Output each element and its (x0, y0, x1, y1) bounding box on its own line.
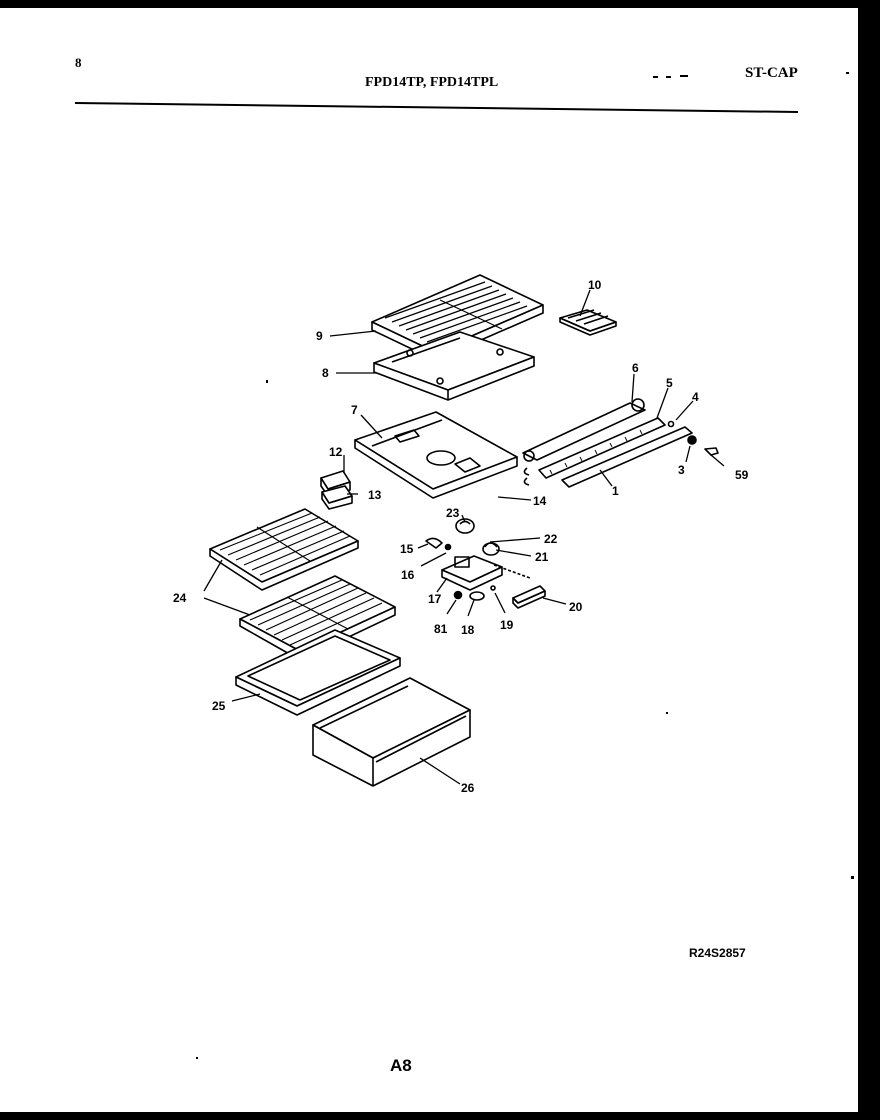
crisper-drawer (312, 677, 471, 787)
callout-13: 13 (368, 488, 382, 502)
shelf-frame (373, 331, 535, 401)
callout-4: 4 (692, 390, 699, 404)
callout-12: 12 (329, 445, 343, 459)
temperature-control-assembly (425, 518, 531, 601)
callout-22: 22 (544, 532, 558, 546)
callout-14: 14 (533, 494, 547, 508)
header-rule (74, 102, 799, 113)
wire-shelf-lower (239, 575, 396, 661)
callout-3: 3 (678, 463, 685, 477)
category-code: ST-CAP (745, 65, 798, 81)
callout-19: 19 (500, 618, 514, 632)
callout-26: 26 (461, 781, 475, 795)
callout-25: 25 (212, 699, 226, 713)
callout-20: 20 (569, 600, 583, 614)
callout-16: 16 (401, 568, 415, 582)
defrost-cover-bar (512, 585, 546, 609)
callout-9: 9 (316, 329, 323, 343)
callout-21: 21 (535, 550, 549, 564)
callout-18: 18 (461, 623, 475, 637)
callout-15: 15 (400, 542, 414, 556)
page-number: 8 (75, 55, 82, 70)
callout-6: 6 (632, 361, 639, 375)
footer-page-code: A8 (390, 1056, 412, 1075)
shelf-rails (522, 398, 719, 488)
callout-24: 24 (173, 591, 187, 605)
callout-17: 17 (428, 592, 442, 606)
callout-8: 8 (322, 366, 329, 380)
callout-5: 5 (666, 376, 673, 390)
callout-1: 1 (612, 484, 619, 498)
vent-grille (559, 309, 617, 336)
callout-10: 10 (588, 278, 602, 292)
crisper-cover-tray (354, 411, 518, 499)
drawing-number: R24S2857 (689, 946, 746, 960)
callout-59: 59 (735, 468, 749, 482)
callout-23: 23 (446, 506, 460, 520)
shelf-top-grid (371, 274, 544, 361)
callout-81: 81 (434, 622, 448, 636)
parts-sheet (0, 8, 858, 1112)
wire-shelf-upper (209, 508, 359, 591)
crisper-cover (235, 629, 401, 716)
shelf-clips (320, 470, 353, 510)
callout-7: 7 (351, 403, 358, 417)
model-numbers: FPD14TP, FPD14TPL (365, 75, 499, 90)
